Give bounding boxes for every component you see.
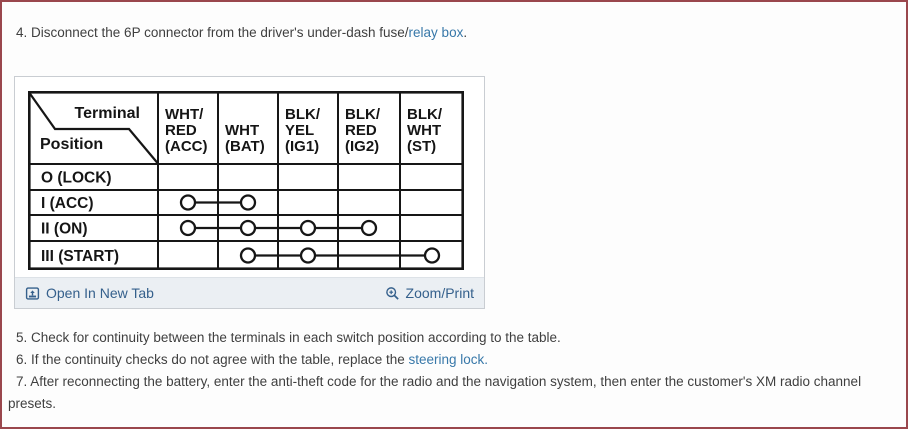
svg-text:BLK/: BLK/	[285, 106, 321, 123]
steering-lock-link[interactable]: steering lock.	[408, 352, 489, 367]
open-in-new-tab-icon	[25, 286, 40, 301]
svg-text:III (START): III (START)	[41, 248, 119, 265]
svg-text:I (ACC): I (ACC)	[41, 195, 94, 212]
svg-text:(BAT): (BAT)	[225, 138, 265, 155]
zoom-print-label: Zoom/Print	[405, 285, 474, 301]
continuity-table-svg: TerminalPositionWHT/RED(ACC)WHT(BAT)BLK/…	[27, 90, 464, 270]
open-in-new-tab-label: Open In New Tab	[46, 285, 154, 301]
svg-text:RED: RED	[165, 122, 197, 139]
svg-text:O (LOCK): O (LOCK)	[41, 170, 112, 187]
svg-text:(ST): (ST)	[407, 138, 436, 155]
svg-text:BLK/: BLK/	[345, 106, 381, 123]
step-6-text: 6. If the continuity checks do not agree…	[8, 349, 878, 371]
step-4-suffix: .	[463, 25, 468, 40]
svg-text:YEL: YEL	[285, 122, 314, 139]
svg-text:RED: RED	[345, 122, 377, 139]
svg-text:WHT: WHT	[407, 122, 441, 139]
svg-text:Position: Position	[40, 136, 103, 153]
svg-text:WHT: WHT	[225, 122, 259, 139]
svg-text:Terminal: Terminal	[75, 105, 141, 122]
open-in-new-tab-button[interactable]: Open In New Tab	[25, 285, 154, 301]
svg-text:WHT/: WHT/	[165, 106, 204, 123]
zoom-print-button[interactable]: Zoom/Print	[385, 285, 474, 301]
step-4: 4. Disconnect the 6P connector from the …	[8, 22, 888, 44]
step-7-text: 7. After reconnecting the battery, enter…	[8, 374, 862, 411]
steps-5-7: 5. Check for continuity between the term…	[8, 327, 878, 415]
svg-text:(IG2): (IG2)	[345, 138, 379, 155]
svg-text:(IG1): (IG1)	[285, 138, 319, 155]
step-4-prefix: 4. Disconnect the 6P connector from the …	[16, 25, 409, 40]
relay-box-link[interactable]: relay box	[408, 25, 464, 40]
zoom-magnifier-plus-icon	[385, 286, 400, 301]
svg-text:II (ON): II (ON)	[41, 221, 88, 238]
step-4-text: 4. Disconnect the 6P connector from the …	[8, 22, 888, 44]
step-5-text: 5. Check for continuity between the term…	[16, 330, 561, 345]
step-6-prefix: 6. If the continuity checks do not agree…	[16, 352, 409, 367]
svg-text:BLK/: BLK/	[407, 106, 443, 123]
diagram-viewer-toolbar: Open In New Tab Zoom/Print	[15, 277, 484, 308]
svg-text:(ACC): (ACC)	[165, 138, 208, 155]
